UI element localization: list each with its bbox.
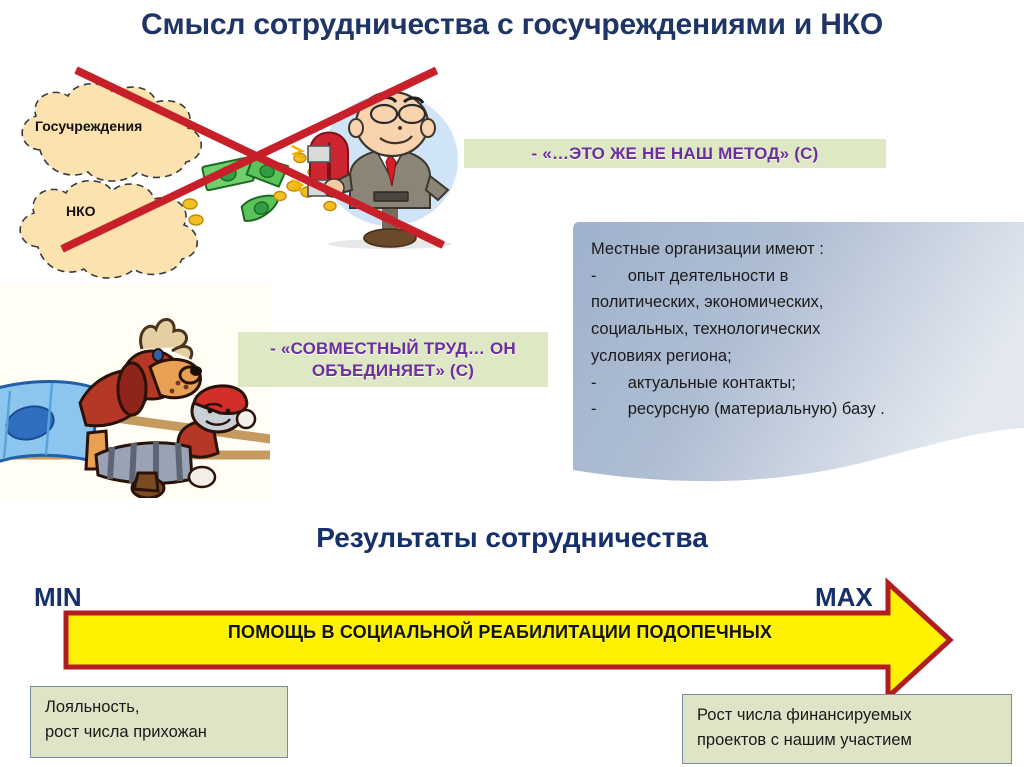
quote-banner-1: - «…ЭТО ЖЕ НЕ НАШ МЕТОД» (С) bbox=[464, 139, 886, 168]
cat-icon bbox=[94, 384, 257, 500]
result-right-line1: Рост числа финансируемых bbox=[697, 706, 912, 724]
info-line-0: - опыт деятельности в bbox=[591, 266, 789, 285]
dog-cat-illustration bbox=[0, 283, 305, 500]
dog-icon bbox=[78, 318, 202, 471]
result-left-line2: рост числа прихожан bbox=[45, 722, 207, 741]
info-line-1: политических, экономических, bbox=[591, 293, 824, 312]
glasses-icon bbox=[369, 103, 427, 125]
info-panel: Местные организации имеют : - опыт деяте… bbox=[573, 222, 1024, 494]
cloud-label-gosuchrezhdeniya: Госучреждения bbox=[35, 118, 143, 134]
businessman-illustration bbox=[290, 80, 490, 255]
info-panel-text: Местные организации имеют : - опыт деяте… bbox=[591, 236, 1011, 423]
info-line-3: условиях региона; bbox=[591, 346, 732, 365]
result-box-right: Рост числа финансируемых проектов с наши… bbox=[682, 694, 1012, 764]
info-line-5: - ресурсную (материальную) базу . bbox=[591, 400, 885, 419]
info-panel-background bbox=[573, 222, 1024, 482]
result-box-left: Лояльность, рост числа прихожан bbox=[30, 686, 288, 758]
flag-icon bbox=[0, 380, 100, 463]
quote-banner-2-line2: ОБЪЕДИНЯЕТ» (С) bbox=[311, 360, 475, 380]
section-title: Результаты сотрудничества bbox=[316, 522, 708, 553]
info-heading: Местные организации имеют : bbox=[591, 240, 824, 258]
cloud-label-nko: НКО bbox=[66, 203, 96, 219]
quote-banner-2: - «СОВМЕСТНЫЙ ТРУД… ОН ОБЪЕДИНЯЕТ» (С) bbox=[238, 332, 548, 387]
right-arrow-icon bbox=[63, 577, 954, 703]
info-line-4: - актуальные контакты; bbox=[591, 373, 796, 392]
info-line-2: социальных, технологических bbox=[591, 320, 821, 339]
quote-banner-1-text: - «…ЭТО ЖЕ НЕ НАШ МЕТОД» (С) bbox=[531, 143, 819, 163]
quote-banner-2-line1: - «СОВМЕСТНЫЙ ТРУД… ОН bbox=[270, 339, 516, 359]
scale-min-label: MIN bbox=[34, 582, 82, 612]
result-right-line2: проектов с нашим участием bbox=[697, 730, 912, 749]
result-left-line1: Лояльность, bbox=[45, 698, 140, 716]
page-title: Смысл сотрудничества с госучреждениями и… bbox=[141, 8, 883, 41]
scale-max-label: MAX bbox=[815, 582, 873, 612]
